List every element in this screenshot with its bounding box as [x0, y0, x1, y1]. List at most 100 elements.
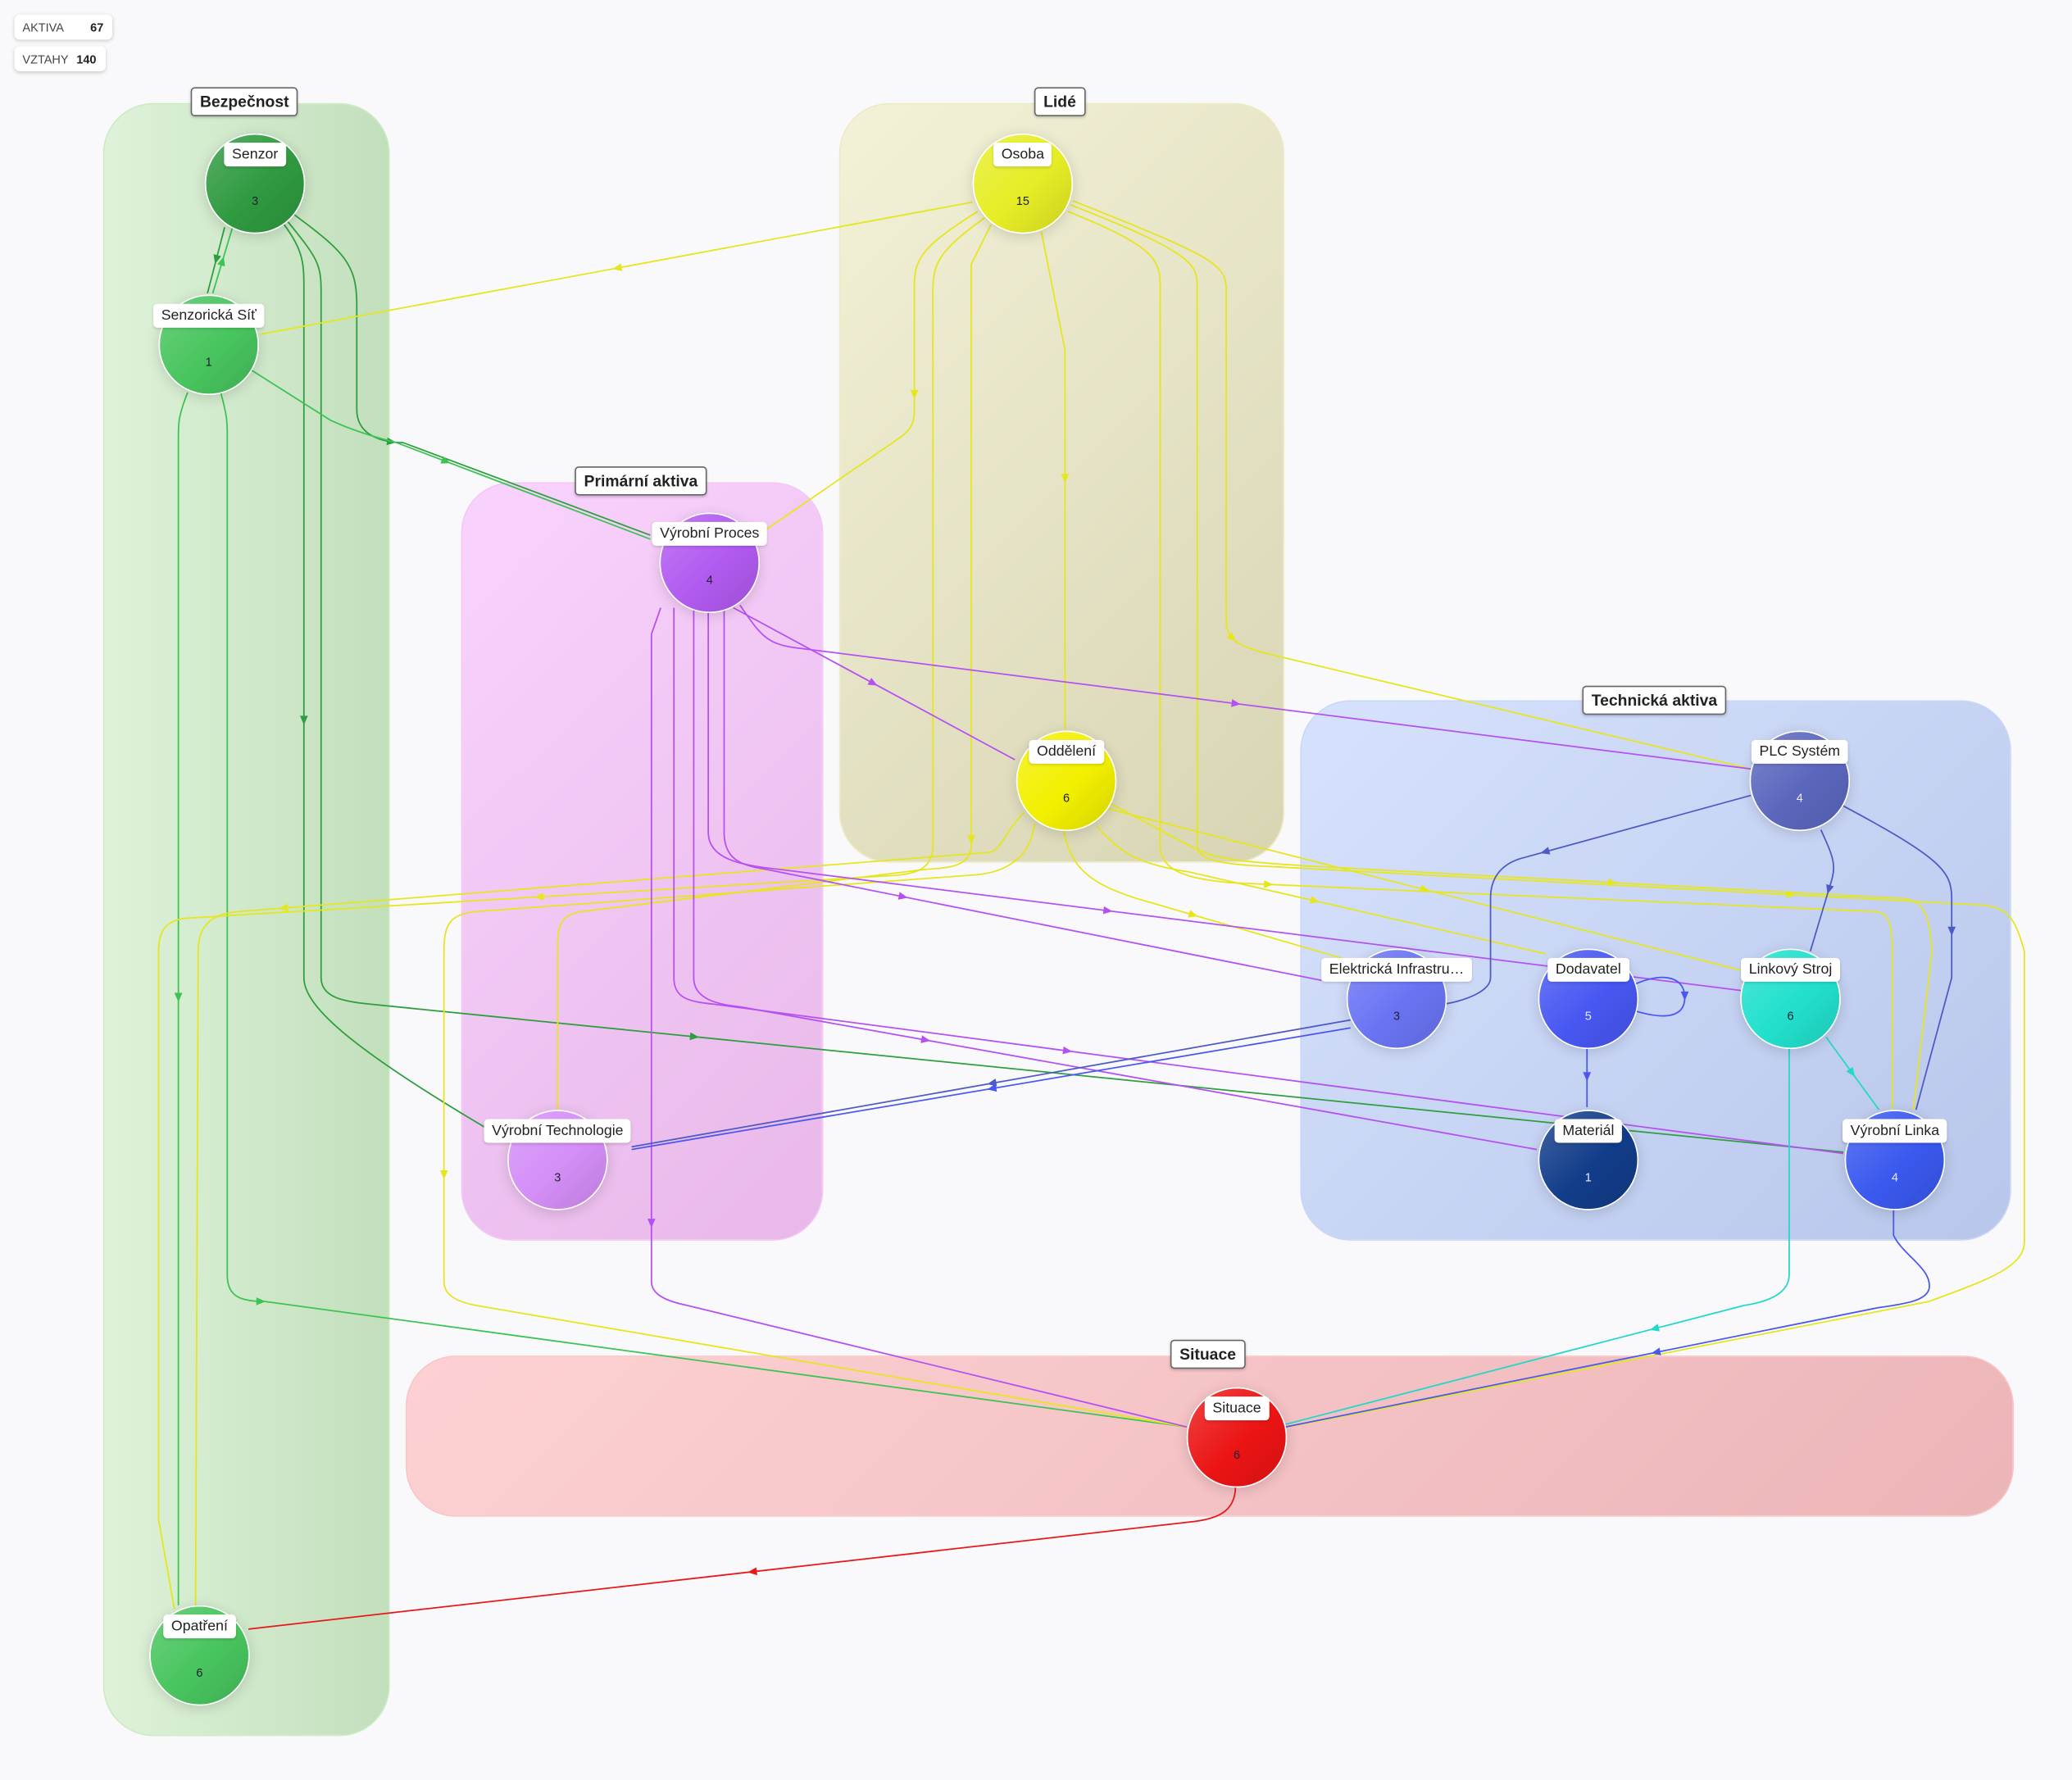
node-label: Senzorická Síť	[153, 303, 265, 328]
edge-arrow-icon	[213, 254, 221, 265]
edge-arrow-icon	[439, 1170, 448, 1180]
edge-arrow-icon	[910, 389, 919, 400]
node-elektr[interactable]: Elektrická Infrastru…3	[1321, 948, 1473, 1050]
edge-arrow-icon	[1540, 847, 1551, 855]
edge[interactable]	[443, 823, 1187, 1428]
edge[interactable]	[557, 224, 992, 1110]
edge[interactable]	[1809, 829, 1835, 952]
edge[interactable]	[673, 607, 1844, 1155]
edge[interactable]	[287, 221, 1844, 1153]
node-label: Výrobní Technologie	[484, 1119, 632, 1143]
edge-arrow-icon	[534, 892, 544, 901]
edge-arrow-icon	[1649, 1324, 1660, 1332]
group-label-situace: Situace	[1170, 1339, 1246, 1369]
node-label: Situace	[1204, 1396, 1270, 1421]
edge[interactable]	[1285, 1047, 1790, 1425]
edge[interactable]	[194, 811, 1025, 1605]
edge-arrow-icon	[174, 992, 183, 1002]
node-label: Opatření	[163, 1614, 236, 1639]
edge[interactable]	[1096, 825, 1547, 955]
edge-arrow-icon	[1826, 883, 1834, 895]
edge[interactable]	[1070, 204, 2025, 1428]
edge-arrow-icon	[1061, 474, 1070, 484]
edge-arrow-icon	[1846, 1066, 1856, 1077]
edge[interactable]	[1843, 805, 1953, 1110]
node-label: Materiál	[1554, 1119, 1623, 1143]
stat-label: AKTIVA	[22, 20, 64, 34]
group-label-bezpecnost: Bezpečnost	[190, 87, 298, 116]
node-count: 15	[1016, 193, 1029, 208]
node-count: 6	[1233, 1447, 1241, 1462]
edge-arrow-icon	[747, 1567, 757, 1576]
edge[interactable]	[1067, 211, 1893, 1110]
stat-vztahy: VZTAHY 140	[14, 46, 106, 72]
edge-arrow-icon	[689, 1032, 700, 1041]
node-label: Oddělení	[1029, 739, 1104, 764]
edge-arrow-icon	[897, 892, 908, 900]
edge-arrow-icon	[1583, 1072, 1592, 1082]
edge[interactable]	[283, 224, 489, 1131]
edge-arrow-icon	[1309, 896, 1320, 904]
edge-arrow-icon	[1607, 878, 1617, 887]
node-senzsit[interactable]: Senzorická Síť 1	[153, 294, 265, 396]
edge-arrow-icon	[967, 835, 975, 845]
node-label: Linkový Stroj	[1741, 957, 1840, 982]
edge[interactable]	[1109, 802, 1933, 1110]
edge[interactable]	[293, 213, 651, 536]
edge-arrow-icon	[440, 456, 451, 464]
edge[interactable]	[220, 392, 1187, 1428]
edge[interactable]	[250, 369, 651, 540]
node-count: 6	[1062, 791, 1070, 805]
node-count: 1	[205, 355, 212, 369]
edge-arrow-icon	[987, 1078, 997, 1087]
edge[interactable]	[1062, 829, 1355, 963]
node-oddeleni[interactable]: Oddělení 6	[1016, 730, 1117, 832]
node-count: 4	[1891, 1170, 1898, 1184]
edge-arrow-icon	[299, 715, 308, 725]
edge[interactable]	[157, 217, 985, 1610]
edge-arrow-icon	[1188, 910, 1198, 918]
edge-arrow-icon	[920, 1035, 931, 1043]
edge-arrow-icon	[647, 1219, 656, 1228]
node-count: 4	[1796, 791, 1803, 805]
edge[interactable]	[1072, 200, 1752, 770]
edge[interactable]	[723, 610, 1322, 982]
node-situace[interactable]: Situace 6	[1186, 1387, 1288, 1488]
node-count: 5	[1584, 1009, 1592, 1023]
group-label-primarni: Primární aktiva	[575, 466, 707, 496]
edge[interactable]	[707, 611, 1745, 992]
edge[interactable]	[739, 604, 1752, 770]
edge[interactable]	[1443, 794, 1752, 1006]
edge[interactable]	[177, 392, 189, 1605]
edge-arrow-icon	[256, 1297, 266, 1305]
edge-arrow-icon	[1651, 1347, 1661, 1355]
node-material[interactable]: Materiál 1	[1538, 1110, 1639, 1210]
edge[interactable]	[650, 607, 1187, 1428]
edge-arrow-icon	[1231, 699, 1241, 707]
node-label: Senzor	[224, 143, 286, 167]
edge[interactable]	[693, 607, 1538, 1151]
edge-arrow-icon	[867, 677, 878, 686]
group-label-lide: Lidé	[1034, 87, 1086, 116]
node-count: 1	[1584, 1170, 1592, 1184]
edge[interactable]	[1040, 230, 1066, 729]
edge-arrow-icon	[1263, 880, 1274, 888]
stat-value: 140	[76, 52, 97, 66]
stat-label: VZTAHY	[22, 52, 69, 66]
edge-arrow-icon	[1680, 991, 1689, 1001]
edge[interactable]	[248, 1486, 1237, 1630]
edge[interactable]	[1285, 1209, 1930, 1428]
edge[interactable]	[763, 211, 979, 532]
